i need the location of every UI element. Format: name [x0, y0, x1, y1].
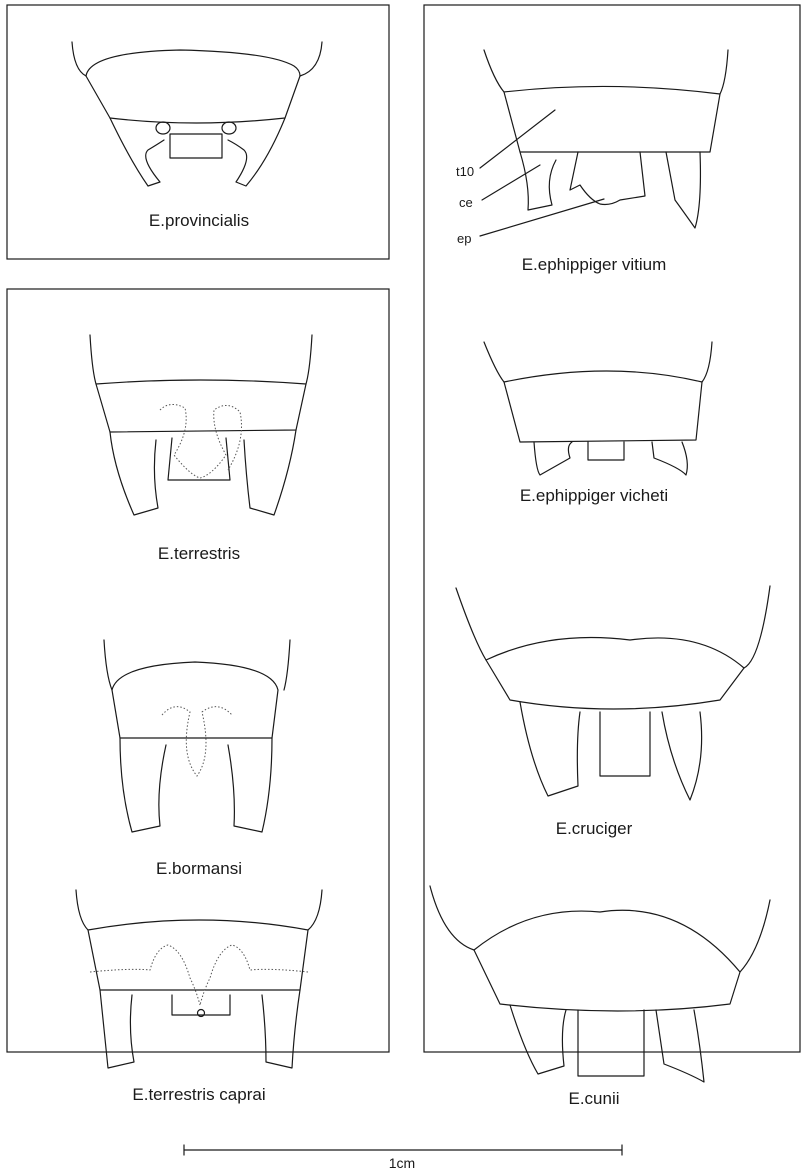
- drawing-provincialis: [72, 42, 322, 186]
- panel-frame-right: [424, 5, 800, 1052]
- label-cruciger: E.cruciger: [556, 819, 633, 838]
- label-vitium: E.ephippiger vitium: [522, 255, 667, 274]
- label-vicheti: E.ephippiger vicheti: [520, 486, 668, 505]
- label-cunii: E.cunii: [568, 1089, 619, 1108]
- scale-bar-label: 1cm: [389, 1155, 415, 1171]
- annotation-t10: t10: [456, 164, 474, 179]
- leader-line-ep: [480, 199, 604, 236]
- drawing-cruciger: [456, 586, 770, 800]
- panel-frame-bottom-left: [7, 289, 389, 1052]
- drawing-terrestris-caprai: [76, 890, 322, 1068]
- drawing-bormansi: [104, 640, 290, 832]
- drawing-vicheti: [484, 342, 712, 475]
- leader-line-t10: [480, 110, 555, 168]
- annotation-ce: ce: [459, 195, 473, 210]
- drawing-terrestris: [90, 335, 312, 515]
- annotation-ep: ep: [457, 231, 471, 246]
- scale-bar: [184, 1145, 622, 1155]
- label-provincialis: E.provincialis: [149, 211, 249, 230]
- label-terrestris-caprai: E.terrestris caprai: [132, 1085, 265, 1104]
- drawing-vitium: [484, 50, 728, 228]
- leader-line-ce: [482, 165, 540, 200]
- label-bormansi: E.bormansi: [156, 859, 242, 878]
- label-terrestris: E.terrestris: [158, 544, 240, 563]
